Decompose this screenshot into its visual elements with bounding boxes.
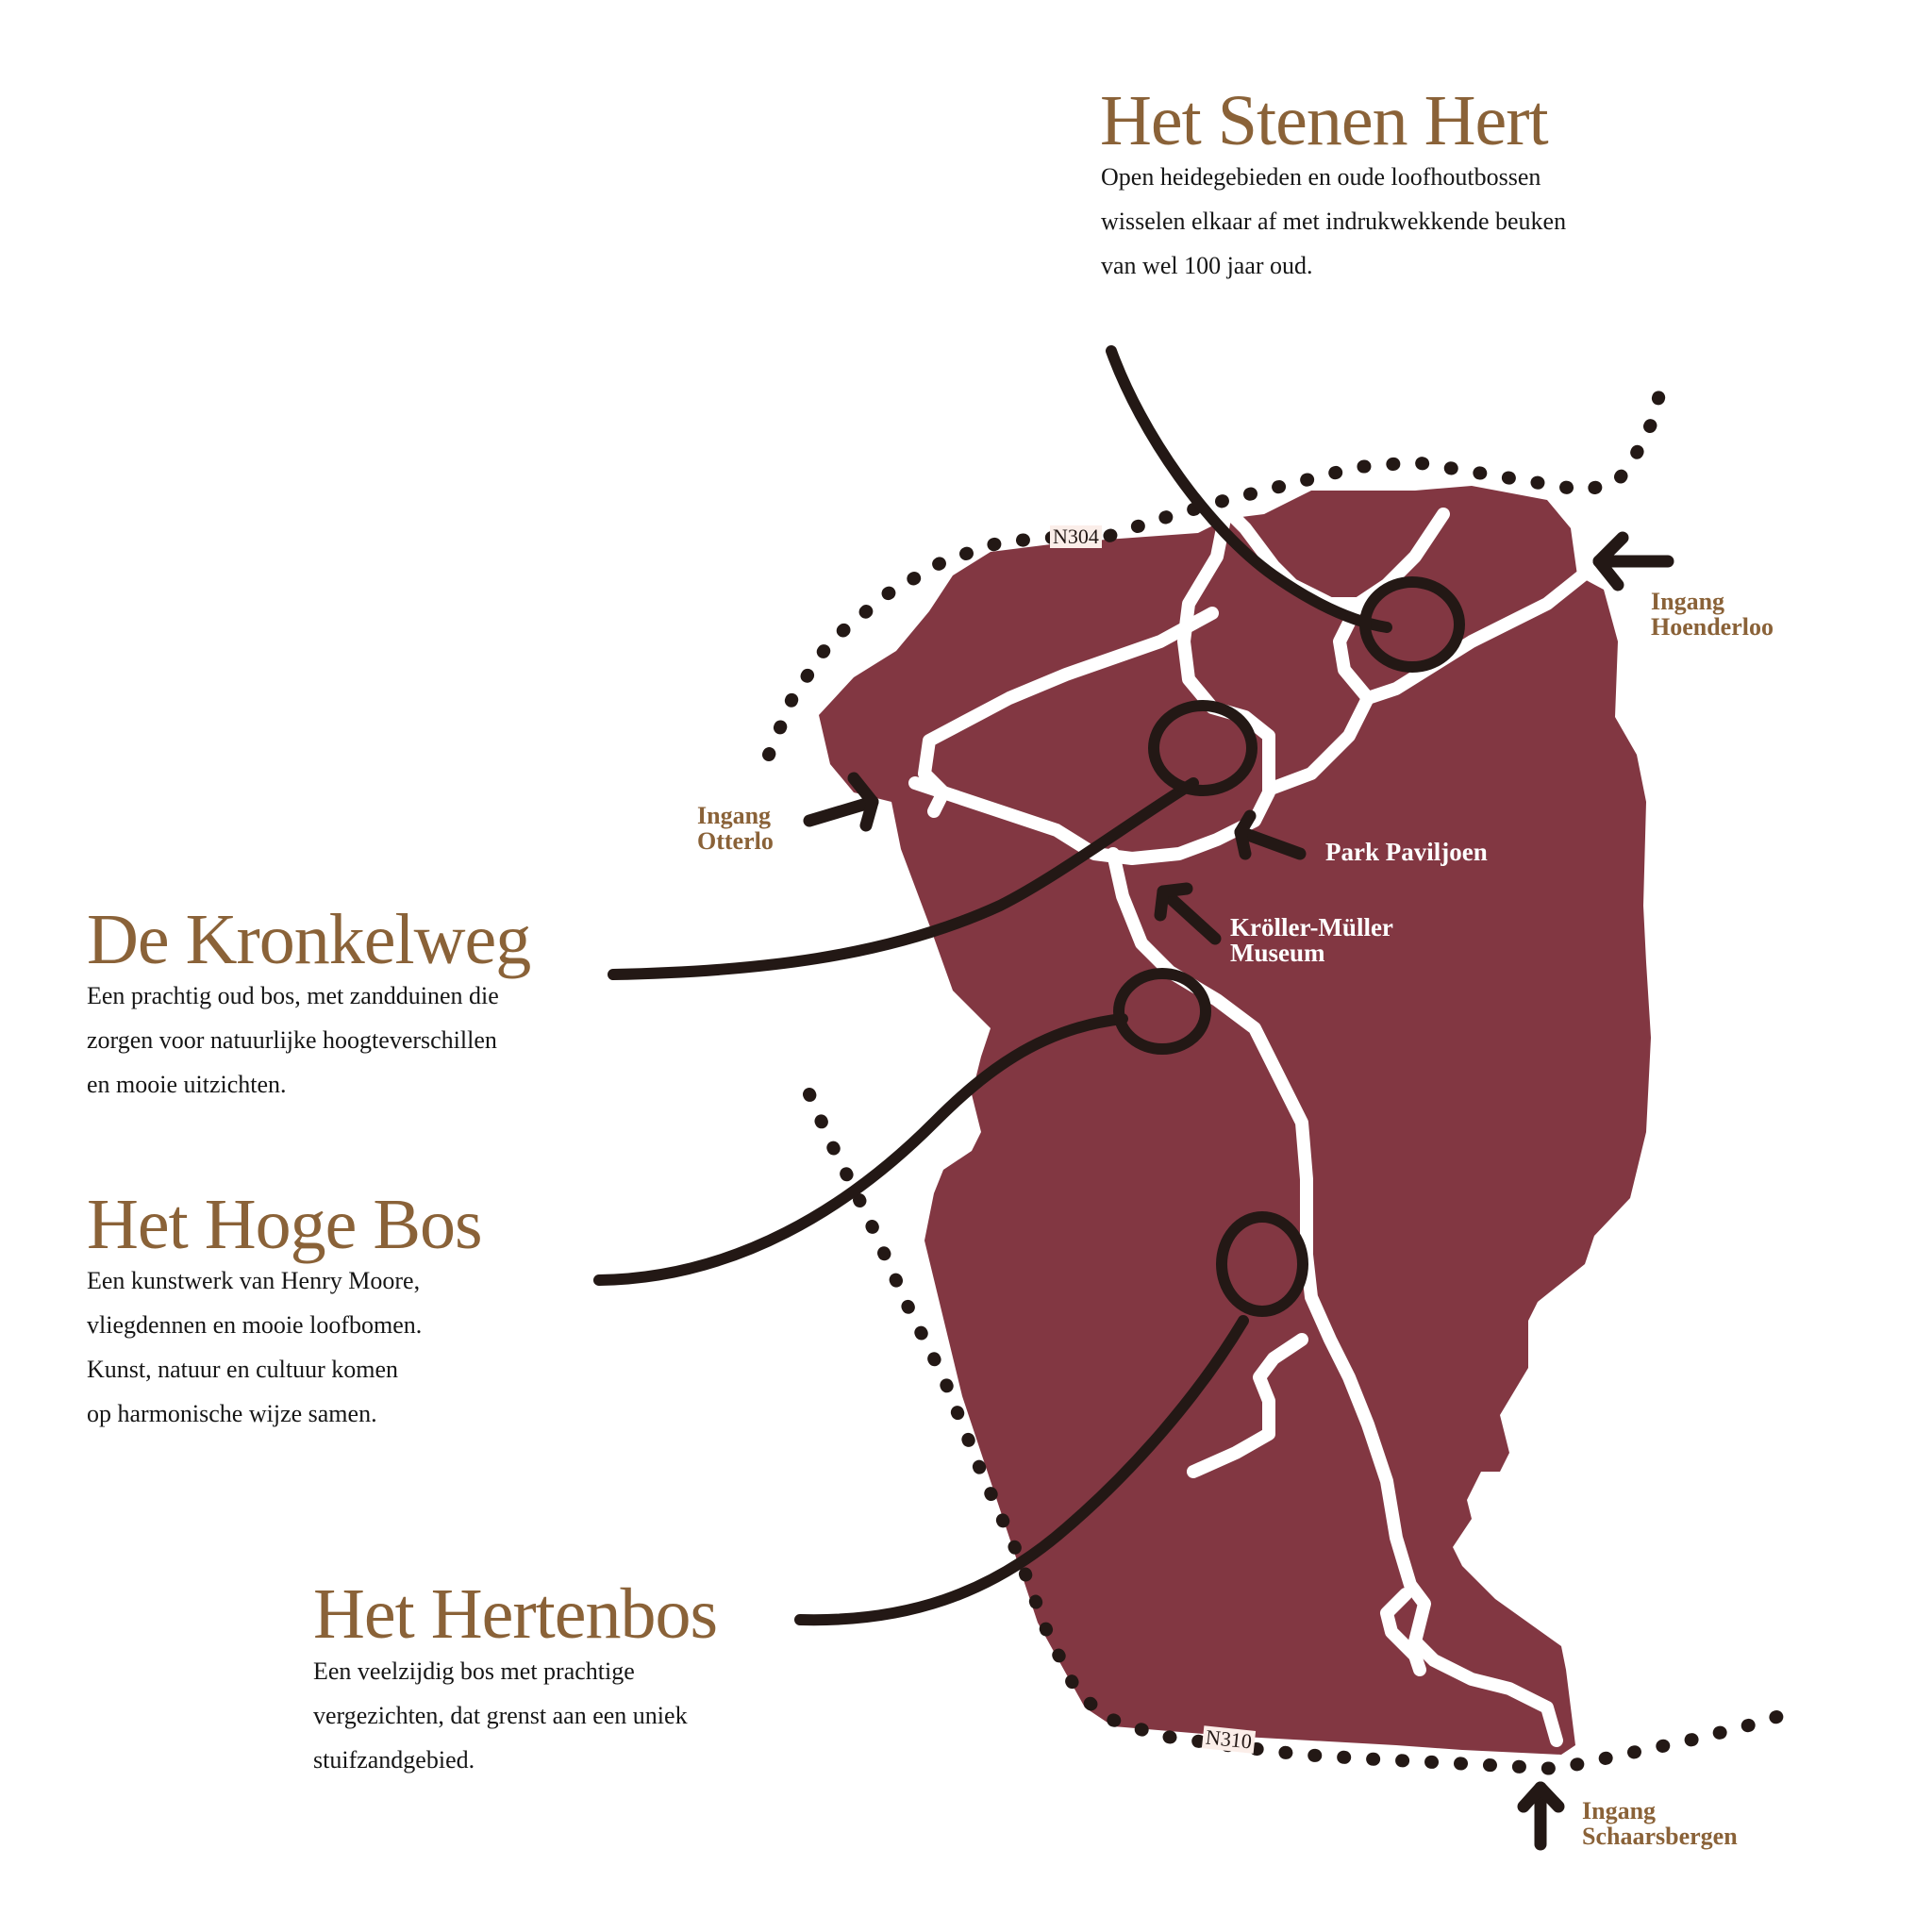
area-description-de-kronkelweg: Een prachtig oud bos, met zandduinen die…: [87, 974, 499, 1107]
road-label-n304: N304: [1050, 525, 1102, 548]
pointer-het-stenen-hert: [1106, 345, 1392, 633]
description-line: Kunst, natuur en cultuur komen: [87, 1356, 398, 1383]
description-line: zorgen voor natuurlijke hoogteverschille…: [87, 1026, 497, 1054]
area-description-het-stenen-hert: Open heidegebieden en oude loofhoutbosse…: [1101, 155, 1566, 288]
description-line: van wel 100 jaar oud.: [1101, 252, 1313, 279]
description-line: en mooie uitzichten.: [87, 1071, 287, 1098]
arrow-up-left-icon: [1154, 882, 1222, 945]
pointer-de-kronkelweg: [608, 777, 1199, 980]
arrow-up-icon: [1517, 1781, 1565, 1851]
entrance-label-schaarsbergen: Ingang Schaarsbergen: [1582, 1798, 1738, 1849]
area-title-de-kronkelweg: De Kronkelweg: [87, 900, 531, 979]
area-circle-het-stenen-hert: [1359, 576, 1465, 673]
entrance-label-line: Ingang: [697, 802, 772, 829]
description-line: Een veelzijdig bos met prachtige: [313, 1657, 635, 1685]
description-line: Een kunstwerk van Henry Moore,: [87, 1267, 421, 1294]
description-line: Een prachtig oud bos, met zandduinen die: [87, 982, 499, 1009]
area-circle-het-hoge-bos: [1113, 968, 1211, 1055]
description-line: wisselen elkaar af met indrukwekkende be…: [1101, 208, 1567, 235]
area-pointers: [593, 345, 1465, 1626]
road-n310: [803, 1088, 1799, 1776]
poi-label-line: Kröller-Müller: [1230, 913, 1393, 941]
poi-label-line: Museum: [1230, 939, 1325, 967]
area-title-het-hoge-bos: Het Hoge Bos: [87, 1185, 483, 1264]
description-line: op harmonische wijze samen.: [87, 1400, 377, 1427]
road-dots: [762, 385, 1799, 1776]
area-title-het-stenen-hert: Het Stenen Hert: [1100, 81, 1549, 160]
poi-label-park-paviljoen: Park Paviljoen: [1325, 840, 1488, 865]
entrance-label-line: Ingang: [1582, 1797, 1657, 1824]
entrance-label-line: Ingang: [1651, 588, 1725, 615]
arrows: [803, 531, 1674, 1851]
arrow-right-icon: [803, 772, 879, 832]
description-line: Open heidegebieden en oude loofhoutbosse…: [1101, 163, 1541, 191]
area-circle-het-hertenbos: [1216, 1211, 1308, 1317]
pointer-het-hoge-bos: [593, 1013, 1128, 1286]
area-title-het-hertenbos: Het Hertenbos: [313, 1574, 718, 1654]
poi-label-kroller-muller-museum: Kröller-Müller Museum: [1230, 915, 1393, 966]
poi-label-line: Park Paviljoen: [1325, 838, 1488, 866]
entrance-label-name: Schaarsbergen: [1582, 1823, 1738, 1850]
description-line: stuifzandgebied.: [313, 1746, 475, 1774]
description-line: vergezichten, dat grenst aan een uniek: [313, 1702, 688, 1729]
park-area: [819, 486, 1651, 1755]
entrance-label-otterlo: Ingang Otterlo: [697, 803, 774, 854]
description-line: vliegdennen en mooie loofbomen.: [87, 1311, 423, 1339]
entrance-label-hoenderloo: Ingang Hoenderloo: [1651, 589, 1774, 640]
entrance-label-name: Hoenderloo: [1651, 613, 1774, 641]
arrow-left-icon: [1592, 531, 1674, 591]
pointer-het-hertenbos: [794, 1315, 1249, 1626]
area-description-het-hertenbos: Een veelzijdig bos met prachtige vergezi…: [313, 1649, 688, 1782]
arrow-up-left-icon: [1234, 809, 1307, 860]
area-circle-de-kronkelweg: [1148, 700, 1257, 796]
park-paths: [908, 503, 1601, 1747]
area-description-het-hoge-bos: Een kunstwerk van Henry Moore, vliegdenn…: [87, 1258, 422, 1436]
entrance-label-name: Otterlo: [697, 827, 774, 855]
